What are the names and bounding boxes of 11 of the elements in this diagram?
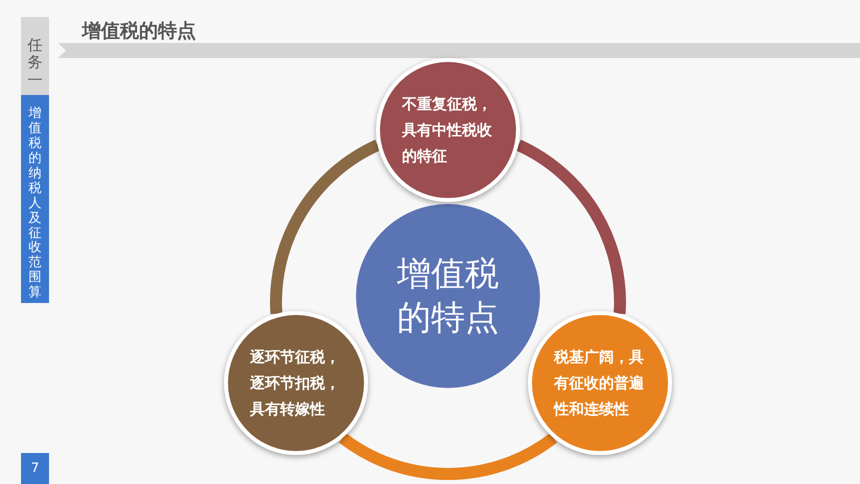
- page-number: 7: [21, 453, 49, 484]
- ring-arc: [516, 140, 626, 314]
- circle-node: 税基广阔，具有征收的普遍性和连续性: [528, 311, 672, 455]
- circle-node: 增值税的特点: [356, 204, 540, 388]
- ring-arc: [270, 140, 380, 314]
- task-tab: 任务一: [21, 17, 49, 95]
- ring-arc: [339, 432, 557, 480]
- circle-node: 逐环节征税，逐环节扣税，具有转嫁性: [224, 311, 368, 455]
- slide-title: 增值税的特点: [82, 19, 196, 44]
- circle-node: 不重复征税，具有中性税收的特征: [376, 58, 520, 202]
- section-tab: 增值税的纳税人及征收范围算: [21, 95, 49, 303]
